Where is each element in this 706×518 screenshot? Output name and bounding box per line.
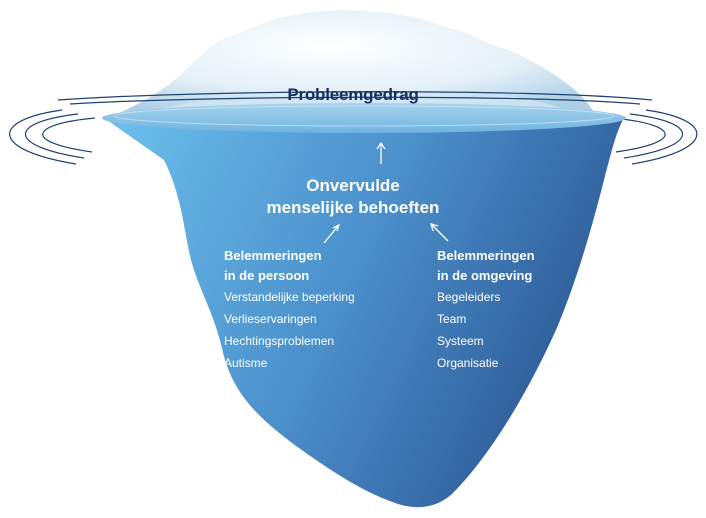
left-list-item: Hechtingsproblemen <box>224 334 335 348</box>
center-title-line-2: menselijke behoeften <box>266 198 440 217</box>
left-list-item: Verstandelijke beperking <box>224 290 355 304</box>
iceberg-underwater <box>104 118 624 508</box>
left-heading-line-2: in de persoon <box>224 268 310 283</box>
right-list-item: Begeleiders <box>437 290 501 304</box>
right-list-item: Organisatie <box>437 356 499 370</box>
arrows <box>323 141 449 244</box>
iceberg-tip <box>112 10 596 116</box>
right-heading-line-2: in de omgeving <box>437 268 533 283</box>
right-list-item: Team <box>437 312 467 326</box>
tip-title: Probleemgedrag <box>287 85 419 104</box>
right-heading-line-1: Belemmeringen <box>437 248 535 263</box>
arrow-right-diagonal <box>430 223 449 242</box>
left-list-item: Verlieservaringen <box>224 312 317 326</box>
arrow-left-diagonal <box>323 223 341 244</box>
left-heading-line-1: Belemmeringen <box>224 248 322 263</box>
center-title-line-1: Onvervulde <box>306 176 400 195</box>
left-list-item: Autisme <box>224 356 268 370</box>
water-ripples-back <box>9 109 698 165</box>
water-ripples-front <box>57 91 653 105</box>
water-surface <box>102 103 626 133</box>
arrow-up-center <box>376 141 386 164</box>
right-list-item: Systeem <box>437 334 484 348</box>
